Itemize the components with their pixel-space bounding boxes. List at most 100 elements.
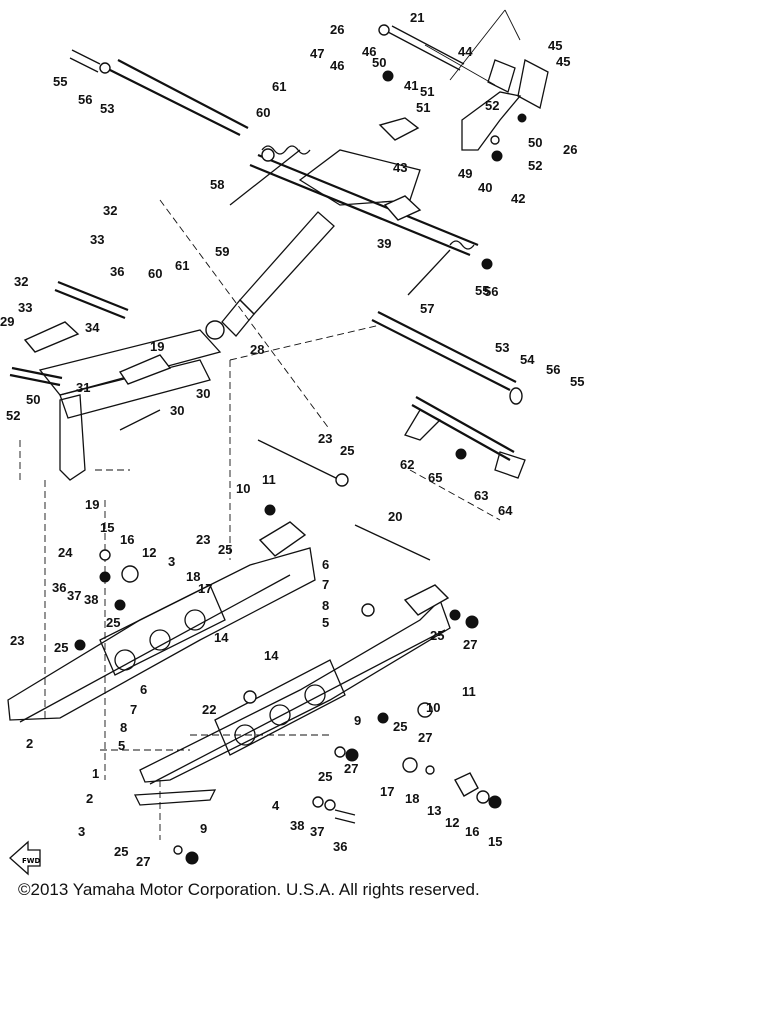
- part-callout-15: 15: [488, 834, 502, 849]
- part-callout-50: 50: [26, 392, 40, 407]
- part-callout-14: 14: [214, 630, 229, 645]
- part-callout-45: 45: [556, 54, 570, 69]
- part-callout-26: 26: [563, 142, 577, 157]
- part-callout-62: 62: [400, 457, 414, 472]
- part-callout-30: 30: [196, 386, 210, 401]
- part-callout-46: 46: [330, 58, 344, 73]
- part-callout-55: 55: [570, 374, 584, 389]
- part-callout-26: 26: [330, 22, 344, 37]
- parts-exploded-diagram: FWD 262145474645445550565351466160415126…: [0, 9, 584, 876]
- part-callout-38: 38: [290, 818, 304, 833]
- part-callout-55: 55: [53, 74, 67, 89]
- part-callout-25: 25: [114, 844, 128, 859]
- part-callout-59: 59: [215, 244, 229, 259]
- part-callout-25: 25: [318, 769, 332, 784]
- part-callout-17: 17: [380, 784, 394, 799]
- part-callout-51: 51: [416, 100, 430, 115]
- part-callout-4: 4: [272, 798, 280, 813]
- part-callout-56: 56: [546, 362, 560, 377]
- fwd-arrow-label: FWD: [22, 857, 41, 865]
- part-callout-16: 16: [120, 532, 134, 547]
- part-callout-56: 56: [484, 284, 498, 299]
- part-callout-19: 19: [150, 339, 164, 354]
- part-callout-39: 39: [377, 236, 391, 251]
- diagram-linework: FWD: [7, 9, 549, 876]
- part-callout-11: 11: [262, 472, 276, 487]
- part-callout-31: 31: [76, 380, 90, 395]
- part-callout-63: 63: [474, 488, 488, 503]
- part-callout-49: 49: [458, 166, 472, 181]
- part-callout-42: 42: [511, 191, 525, 206]
- part-callout-32: 32: [103, 203, 117, 218]
- part-callout-20: 20: [388, 509, 402, 524]
- part-callout-23: 23: [318, 431, 332, 446]
- part-callout-60: 60: [256, 105, 270, 120]
- part-callout-22: 22: [202, 702, 216, 717]
- part-callout-6: 6: [140, 682, 147, 697]
- part-callout-17: 17: [198, 581, 212, 596]
- part-callout-36: 36: [333, 839, 347, 854]
- part-callout-5: 5: [118, 738, 125, 753]
- part-callout-12: 12: [142, 545, 156, 560]
- part-callout-1: 1: [92, 766, 99, 781]
- part-callout-27: 27: [136, 854, 150, 869]
- part-callout-7: 7: [130, 702, 137, 717]
- part-callout-25: 25: [106, 615, 120, 630]
- part-callout-44: 44: [458, 44, 473, 59]
- part-callout-38: 38: [84, 592, 98, 607]
- part-callout-30: 30: [170, 403, 184, 418]
- part-callout-3: 3: [78, 824, 85, 839]
- part-callout-23: 23: [10, 633, 24, 648]
- part-callout-24: 24: [58, 545, 73, 560]
- part-callout-33: 33: [18, 300, 32, 315]
- part-callout-46: 46: [362, 44, 376, 59]
- part-callout-21: 21: [410, 10, 424, 25]
- part-callout-16: 16: [465, 824, 479, 839]
- part-callout-52: 52: [6, 408, 20, 423]
- part-callout-25: 25: [54, 640, 68, 655]
- part-callout-36: 36: [52, 580, 66, 595]
- part-callout-58: 58: [210, 177, 224, 192]
- part-callout-8: 8: [322, 598, 329, 613]
- part-callout-37: 37: [310, 824, 324, 839]
- part-callout-25: 25: [430, 628, 444, 643]
- part-callout-53: 53: [100, 101, 114, 116]
- part-callout-10: 10: [236, 481, 250, 496]
- part-callout-61: 61: [175, 258, 189, 273]
- part-callout-23: 23: [196, 532, 210, 547]
- part-callout-37: 37: [67, 588, 81, 603]
- part-callout-27: 27: [418, 730, 432, 745]
- part-callout-34: 34: [85, 320, 100, 335]
- part-callout-41: 41: [404, 78, 418, 93]
- part-callout-18: 18: [186, 569, 200, 584]
- part-callout-40: 40: [478, 180, 492, 195]
- part-callout-9: 9: [200, 821, 207, 836]
- fwd-arrow-icon: FWD: [9, 840, 41, 876]
- part-callout-51: 51: [420, 84, 434, 99]
- part-callout-6: 6: [322, 557, 329, 572]
- part-callout-50: 50: [528, 135, 542, 150]
- part-callout-53: 53: [495, 340, 509, 355]
- part-callout-52: 52: [528, 158, 542, 173]
- part-callout-2: 2: [86, 791, 93, 806]
- part-callout-64: 64: [498, 503, 513, 518]
- part-callout-11: 11: [462, 684, 476, 699]
- part-callout-14: 14: [264, 648, 279, 663]
- part-callout-55: 55: [475, 283, 489, 298]
- part-callout-50: 50: [372, 55, 386, 70]
- part-callout-10: 10: [426, 700, 440, 715]
- part-callout-52: 52: [485, 98, 499, 113]
- part-callout-25: 25: [393, 719, 407, 734]
- part-callout-2: 2: [26, 736, 33, 751]
- part-callout-29: 29: [0, 314, 14, 329]
- part-callout-43: 43: [393, 160, 407, 175]
- copyright-notice: ©2013 Yamaha Motor Corporation. U.S.A. A…: [18, 880, 480, 899]
- part-callout-60: 60: [148, 266, 162, 281]
- part-callout-54: 54: [520, 352, 535, 367]
- part-callout-47: 47: [310, 46, 324, 61]
- part-callout-3: 3: [168, 554, 175, 569]
- part-callout-36: 36: [110, 264, 124, 279]
- part-callout-12: 12: [445, 815, 459, 830]
- part-callout-7: 7: [322, 577, 329, 592]
